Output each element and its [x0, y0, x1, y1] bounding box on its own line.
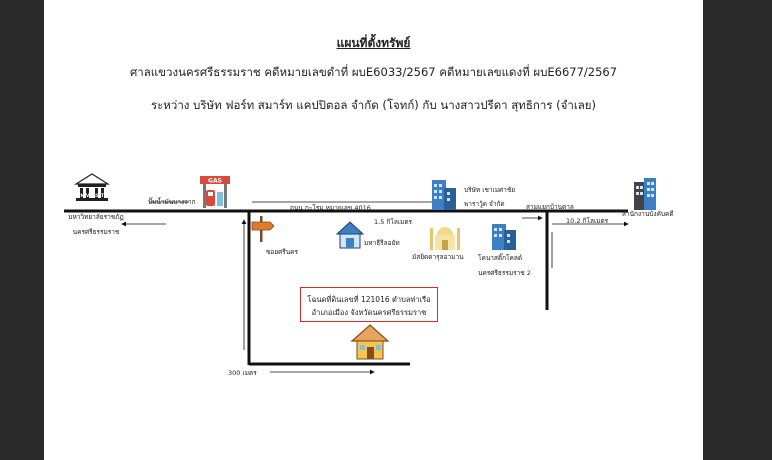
label-distance-300: 300 เมตร	[228, 369, 257, 377]
label-university-1: มหาวิทยาลัยราชภัฏ	[68, 213, 124, 221]
label-road: ถนน กะโรม หมายเลข 4016	[290, 204, 371, 212]
university-sign-text: UNIVERSITY	[77, 193, 108, 199]
temple-icon	[335, 221, 365, 249]
label-mosque: มัสยิดดารุลอามาน	[412, 253, 464, 261]
location-map: UNIVERSITY GAS	[64, 173, 656, 375]
label-junction: สามแยกบ้านตาล	[526, 203, 574, 211]
label-temple: มหาธีรีลอยัท	[364, 239, 400, 247]
house-icon	[350, 324, 390, 360]
office-building-icon	[634, 178, 656, 210]
label-soi: ซอยศรีนคร	[266, 248, 299, 256]
deed-line-1: โฉนดที่ดินเลขที่ 121016 ตำบลท่าเรือ	[307, 295, 431, 304]
label-distance-10-2: 10.2 กิโลเมตร	[566, 217, 609, 225]
parties-line: ระหว่าง บริษัท ฟอร์ท สมาร์ท แคปปิตอล จำก…	[150, 98, 597, 112]
label-gas-station: ปั๊มน้ำมันบางจาก	[148, 198, 196, 206]
label-school-2: นครศรีธรรมราช 2	[478, 269, 531, 277]
map-title: แผนที่ตั้งทรัพย์	[336, 36, 411, 50]
mosque-icon	[430, 227, 460, 250]
gas-station-icon: GAS	[200, 176, 230, 208]
label-school-1: โคนาสติ๊กโคลด์	[478, 254, 523, 262]
company-building-icon	[432, 180, 456, 210]
deed-line-2: อำเภอเมือง จังหวัดนครศรีธรรมราช	[311, 308, 427, 317]
label-distance-1-5: 1.5 กิโลเมตร	[374, 218, 413, 226]
soi-signpost-icon	[251, 216, 275, 242]
case-number-line: ศาลแขวงนครศรีธรรมราช คดีหมายเลขดำที่ ผบE…	[129, 65, 618, 79]
property-deed-box: โฉนดที่ดินเลขที่ 121016 ตำบลท่าเรือ อำเภ…	[300, 287, 438, 322]
label-university-2: นครศรีธรรมราช	[72, 228, 120, 236]
label-company-1: บริษัท เชาเมศาชัย	[464, 186, 516, 194]
document-page: แผนที่ตั้งทรัพย์ ศาลแขวงนครศรีธรรมราช คด…	[44, 0, 703, 460]
label-office: สำนักงานบังคับคดี	[622, 210, 674, 218]
gas-sign-text: GAS	[208, 178, 222, 185]
university-icon: UNIVERSITY	[73, 173, 111, 201]
label-company-2: พาราวู้ด จำกัด	[464, 200, 505, 208]
school-building-icon	[492, 224, 516, 250]
